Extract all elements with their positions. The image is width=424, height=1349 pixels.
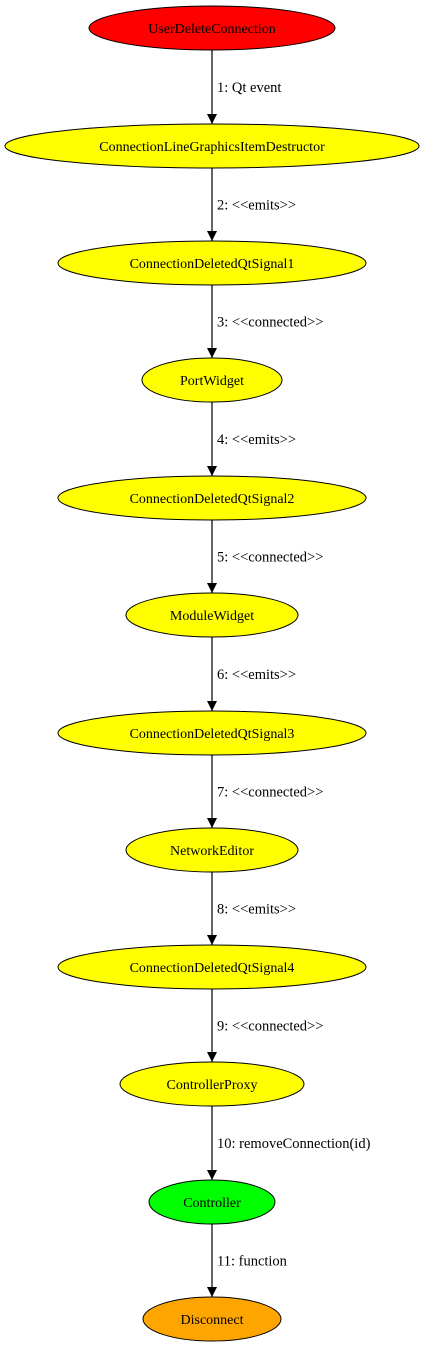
edge-2: 2: <<emits>> (207, 168, 296, 241)
edge-label: 4: <<emits>> (217, 432, 296, 448)
node-disconnect: Disconnect (142, 1296, 282, 1342)
edge-label: 6: <<emits>> (217, 667, 296, 683)
node-shape (4, 123, 420, 169)
node-connection-line-graphics-item-destructor: ConnectionLineGraphicsItemDestructor (4, 123, 420, 169)
node-label: ModuleWidget (170, 609, 254, 624)
node-module-widget: ModuleWidget (125, 592, 299, 638)
node-port-widget: PortWidget (141, 357, 283, 403)
node-connection-deleted-qt-signal3: ConnectionDeletedQtSignal3 (57, 710, 367, 756)
node-label: Disconnect (181, 1313, 244, 1328)
edge-1: 1: Qt event (207, 50, 281, 124)
edge-10: 10: removeConnection(id) (207, 1106, 371, 1180)
node-user-delete-connection: UserDeleteConnection (88, 5, 336, 51)
edge-label: 8: <<emits>> (217, 902, 296, 918)
edge-label: 3: <<connected>> (217, 315, 323, 331)
edge-label: 7: <<connected>> (217, 785, 323, 801)
node-label: ControllerProxy (167, 1078, 258, 1093)
edge-7: 7: <<connected>> (207, 755, 323, 828)
node-shape (88, 5, 336, 51)
edge-label: 11: function (217, 1254, 288, 1270)
node-shape (125, 827, 299, 873)
node-label: Controller (183, 1196, 241, 1211)
node-label: PortWidget (180, 374, 244, 389)
node-label: ConnectionDeletedQtSignal2 (130, 492, 295, 507)
node-shape (57, 475, 367, 521)
edge-3: 3: <<connected>> (207, 285, 323, 358)
node-shape (148, 1179, 276, 1225)
node-label: ConnectionLineGraphicsItemDestructor (99, 140, 325, 155)
node-shape (57, 240, 367, 286)
edge-8: 8: <<emits>> (207, 872, 296, 945)
node-shape (125, 592, 299, 638)
edge-5: 5: <<connected>> (207, 520, 323, 593)
node-controller: Controller (148, 1179, 276, 1225)
node-label: ConnectionDeletedQtSignal3 (130, 727, 295, 742)
node-label: NetworkEditor (170, 844, 254, 859)
node-label: UserDeleteConnection (148, 22, 276, 37)
node-controller-proxy: ControllerProxy (119, 1061, 305, 1107)
edge-11: 11: function (207, 1224, 288, 1297)
edge-6: 6: <<emits>> (207, 637, 296, 711)
node-network-editor: NetworkEditor (125, 827, 299, 873)
node-label: ConnectionDeletedQtSignal4 (130, 961, 295, 976)
node-shape (142, 1296, 282, 1342)
edge-label: 5: <<connected>> (217, 550, 323, 566)
edge-label: 10: removeConnection(id) (217, 1136, 371, 1152)
edge-label: 9: <<connected>> (217, 1019, 323, 1035)
edge-label: 2: <<emits>> (217, 198, 296, 214)
node-connection-deleted-qt-signal2: ConnectionDeletedQtSignal2 (57, 475, 367, 521)
node-shape (57, 710, 367, 756)
node-label: ConnectionDeletedQtSignal1 (130, 257, 295, 272)
node-shape (57, 944, 367, 990)
edges-layer: 1: Qt event 2: <<emits>> 3: <<connected>> 4… (207, 50, 371, 1297)
node-connection-deleted-qt-signal4: ConnectionDeletedQtSignal4 (57, 944, 367, 990)
node-connection-deleted-qt-signal1: ConnectionDeletedQtSignal1 (57, 240, 367, 286)
node-shape (141, 357, 283, 403)
edge-9: 9: <<connected>> (207, 989, 323, 1062)
edge-4: 4: <<emits>> (207, 402, 296, 476)
edge-label: 1: Qt event (217, 80, 281, 96)
nodes-layer: UserDeleteConnectionConnectionLineGraphi… (4, 5, 420, 1342)
node-shape (119, 1061, 305, 1107)
